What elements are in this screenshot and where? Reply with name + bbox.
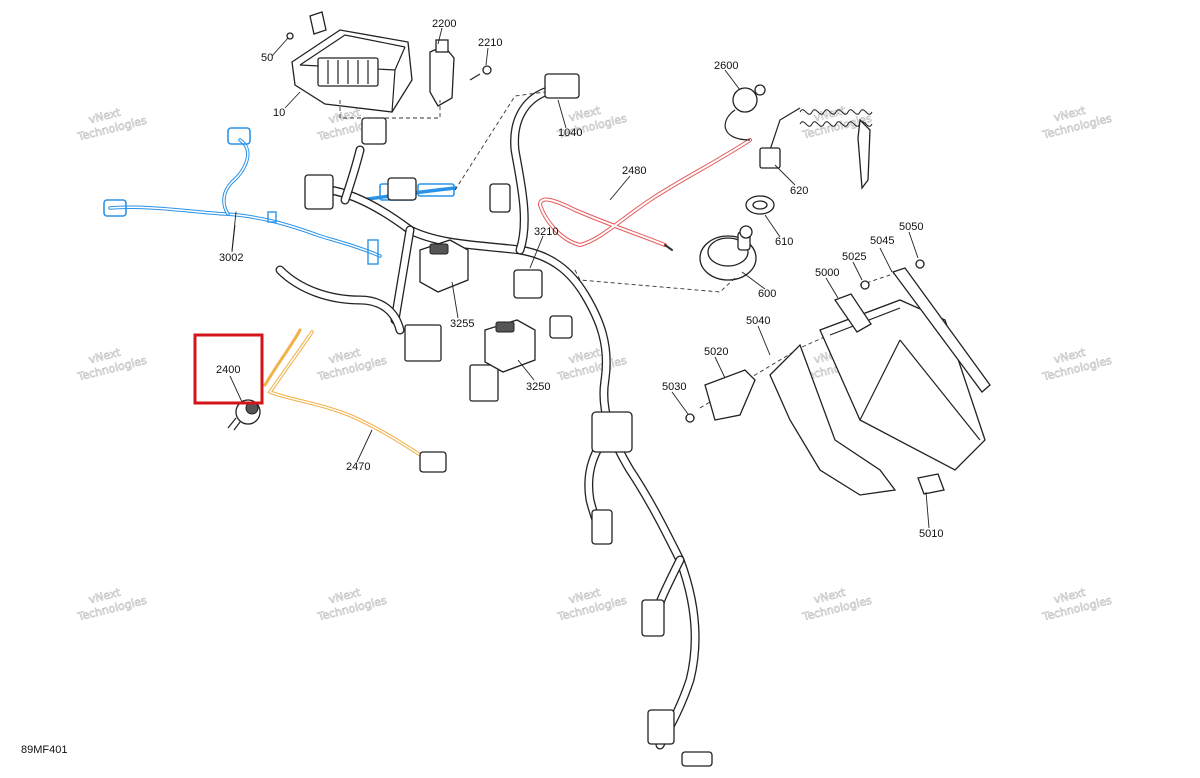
part-2600[interactable] bbox=[724, 84, 766, 141]
callout-2200: 2200 bbox=[432, 18, 456, 30]
watermark: vNext Technologies bbox=[555, 345, 629, 384]
connector-icon bbox=[387, 177, 417, 201]
connector-icon bbox=[513, 269, 543, 299]
callout-5045: 5045 bbox=[870, 235, 894, 247]
callout-3255: 3255 bbox=[450, 318, 474, 330]
connector-icon bbox=[641, 599, 665, 637]
callout-1040: 1040 bbox=[558, 127, 582, 139]
bracket-5045[interactable] bbox=[891, 267, 991, 393]
connector-icon bbox=[591, 509, 613, 545]
connector-icon bbox=[361, 117, 387, 145]
ecm-module-5000[interactable] bbox=[819, 293, 986, 471]
clip-5010-icon[interactable] bbox=[917, 473, 945, 495]
coiled-cord-620[interactable] bbox=[759, 107, 873, 190]
callout-5040: 5040 bbox=[746, 315, 770, 327]
watermark: vNext Technologies bbox=[1040, 103, 1114, 142]
fuse-box-module-10[interactable] bbox=[286, 11, 413, 113]
connector-icon bbox=[489, 183, 511, 213]
callout-5030: 5030 bbox=[662, 381, 686, 393]
leader-lines bbox=[229, 27, 930, 529]
connector-2470-icon[interactable] bbox=[419, 451, 447, 473]
watermark: vNext Technologies bbox=[75, 345, 149, 384]
bolt-5050-icon[interactable] bbox=[915, 259, 925, 269]
callout-2400: 2400 bbox=[216, 364, 240, 376]
callout-2210: 2210 bbox=[478, 37, 502, 49]
callout-5025: 5025 bbox=[842, 251, 866, 263]
callout-5000: 5000 bbox=[815, 267, 839, 279]
callout-labels: 50 10 2200 2210 1040 2600 620 2480 610 6… bbox=[216, 18, 943, 540]
bracket-5020[interactable] bbox=[704, 369, 756, 421]
connector-icon bbox=[549, 315, 573, 339]
sensor-2400[interactable] bbox=[227, 399, 261, 431]
callout-3210: 3210 bbox=[534, 226, 558, 238]
bracket-5040[interactable] bbox=[769, 343, 897, 496]
highlight-box-2400 bbox=[193, 333, 264, 405]
callout-5020: 5020 bbox=[704, 346, 728, 358]
callout-620: 620 bbox=[790, 185, 808, 197]
callout-600: 600 bbox=[758, 288, 776, 300]
callout-3002: 3002 bbox=[219, 252, 243, 264]
switch-3255[interactable] bbox=[419, 239, 469, 293]
watermark: vNext Technologies bbox=[75, 105, 149, 144]
callout-610: 610 bbox=[775, 236, 793, 248]
switch-3250[interactable] bbox=[484, 319, 536, 373]
watermark: vNext Technologies bbox=[315, 345, 389, 384]
harness-2470-orange[interactable] bbox=[263, 328, 427, 460]
sensor-2200[interactable] bbox=[429, 39, 455, 107]
watermark: vNext Technologies bbox=[75, 585, 149, 624]
watermark: vNext Technologies bbox=[315, 585, 389, 624]
watermark: vNext Technologies bbox=[1040, 585, 1114, 624]
watermark: vNext Technologies bbox=[555, 585, 629, 624]
connector-icon bbox=[591, 411, 633, 453]
bolt-5025-icon[interactable] bbox=[860, 280, 870, 290]
diagram-code: 89MF401 bbox=[21, 744, 67, 756]
callout-2470: 2470 bbox=[346, 461, 370, 473]
switch-600[interactable] bbox=[699, 225, 757, 281]
callout-50: 50 bbox=[261, 52, 273, 64]
connector-icon bbox=[647, 709, 675, 745]
grommet-610-icon[interactable] bbox=[745, 195, 775, 215]
callout-10: 10 bbox=[273, 107, 285, 119]
bolt-2210-icon[interactable] bbox=[469, 65, 492, 81]
connector-icon bbox=[304, 174, 334, 210]
callout-5010: 5010 bbox=[919, 528, 943, 540]
callout-2600: 2600 bbox=[714, 60, 738, 72]
callout-2480: 2480 bbox=[622, 165, 646, 177]
nut-5030-icon[interactable] bbox=[685, 413, 695, 423]
callout-3250: 3250 bbox=[526, 381, 550, 393]
main-harness[interactable] bbox=[275, 73, 713, 767]
callout-5050: 5050 bbox=[899, 221, 923, 233]
watermark: vNext Technologies bbox=[1040, 345, 1114, 384]
connector-icon bbox=[681, 751, 713, 767]
watermark: vNext Technologies bbox=[800, 585, 874, 624]
bracket-icon bbox=[404, 324, 442, 362]
bracket-icon bbox=[469, 364, 499, 402]
harness-2480-red[interactable] bbox=[537, 138, 752, 251]
connector-icon bbox=[544, 73, 580, 99]
